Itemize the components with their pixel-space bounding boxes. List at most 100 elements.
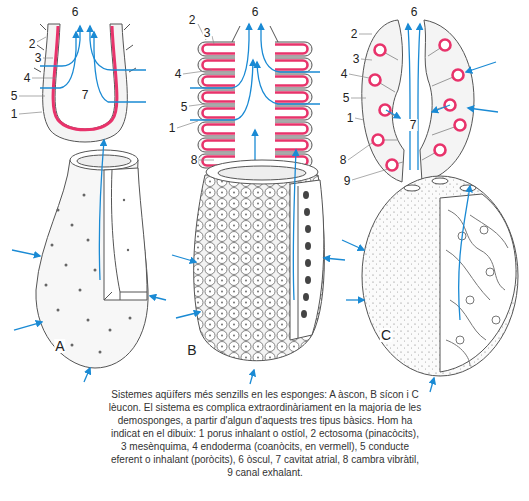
callout-number: 8 <box>339 154 348 166</box>
leucon-body-part-part <box>492 316 500 324</box>
callout-number: 5 <box>180 101 189 113</box>
sycon-section-part <box>198 122 235 136</box>
ascon-body-part <box>104 292 120 300</box>
sycon-body-part-part <box>250 370 254 384</box>
leucon-section-part <box>420 20 474 182</box>
ascon-body-part-part <box>94 269 97 272</box>
ascon-body-part <box>111 170 147 292</box>
sycon-body-part <box>194 175 325 361</box>
ascon-body-part-part <box>45 284 48 287</box>
sycon-section-part-part <box>275 90 312 104</box>
leucon-section-part <box>440 40 451 51</box>
sycon-section-part-part <box>275 138 312 152</box>
sycon-body-part-part <box>304 208 310 216</box>
ascon-section-part <box>19 37 56 114</box>
callout-number: 5 <box>342 92 351 104</box>
ascon-section-part <box>53 26 117 130</box>
sycon-body <box>172 150 345 384</box>
leucon-section-part <box>348 34 388 180</box>
callout-number: 1 <box>168 122 177 134</box>
ascon-body-part-part <box>57 209 60 212</box>
ascon-body-part-part <box>109 329 112 332</box>
sycon-section-part <box>198 74 235 88</box>
callout-number: 6 <box>410 6 419 18</box>
sycon-section-part-part <box>275 58 312 72</box>
sycon-section-part <box>198 42 235 56</box>
callout-number: 8 <box>190 154 199 166</box>
leucon-section-part-part <box>418 24 420 170</box>
callout-number: 1 <box>10 108 19 120</box>
leucon-body-part-part <box>480 226 488 234</box>
sycon-section-part <box>232 26 278 42</box>
ascon-section-part <box>40 26 146 102</box>
callout-number: 6 <box>71 6 80 18</box>
sycon-body-part <box>301 191 311 318</box>
leucon-body-part-part <box>466 296 474 304</box>
sycon-section-part <box>275 42 312 168</box>
callout-number: 4 <box>174 68 183 80</box>
leucon-body-part <box>432 178 448 184</box>
ascon-body-part-part <box>71 344 74 347</box>
ascon-body-part-part <box>87 239 90 242</box>
sycon-section-part <box>198 90 235 104</box>
leucon-body-part <box>456 226 500 344</box>
sycon-body-part-part <box>293 150 296 300</box>
figure-letter: C <box>380 328 392 342</box>
sycon-body-part-part <box>303 191 309 199</box>
sycon-body-part-part <box>305 276 311 284</box>
ascon-body-part-part <box>87 319 90 322</box>
leucon-section-part <box>387 160 398 171</box>
ascon-body-part <box>70 150 138 170</box>
sycon-section-part <box>198 106 235 120</box>
leucon-section-part <box>380 105 391 116</box>
leucon-body-part-part <box>459 186 470 320</box>
ascon-body-part-part <box>57 309 60 312</box>
sycon-section-part-part <box>275 106 312 120</box>
ascon-body-part-part <box>65 264 68 267</box>
leucon-section-part <box>455 120 466 131</box>
leucon-section-part <box>386 24 498 170</box>
leucon-section-part-part <box>468 108 498 112</box>
ascon-body-part-part <box>71 224 74 227</box>
sycon-section-part <box>190 24 320 166</box>
callout-number: 2 <box>188 14 197 26</box>
leucon-body-part <box>440 194 516 372</box>
sycon-body-part <box>218 166 306 180</box>
callout-number: 4 <box>340 68 349 80</box>
ascon-body-part <box>36 160 148 368</box>
leucon-body-part <box>460 185 476 191</box>
leucon-body-part <box>446 210 508 366</box>
ascon-body-part-part <box>123 199 125 201</box>
caption: Sistemes aqüífers més senzills en les es… <box>108 388 422 479</box>
sycon-section-part-part <box>261 24 320 72</box>
callout-number: 6 <box>251 6 260 18</box>
leucon-body-part <box>404 185 420 191</box>
leucon-body-part <box>362 176 518 376</box>
sycon-body-part-part <box>303 293 309 301</box>
leucon-section-part <box>362 20 404 182</box>
ascon-section-part-part <box>40 26 80 66</box>
callout-number: 1 <box>346 112 355 124</box>
callout-number: 4 <box>23 72 32 84</box>
ascon-body-part-part <box>84 368 90 382</box>
leucon-body <box>342 176 518 392</box>
ascon-body-part <box>104 168 147 300</box>
sycon-section-part-part <box>190 60 253 120</box>
leucon-body-part-part <box>342 240 364 250</box>
sycon-body-part-part <box>176 312 200 318</box>
sycon-body-part-part <box>305 259 311 267</box>
ascon-body-part-part <box>129 317 132 320</box>
sycon-body-part <box>206 160 318 184</box>
ascon-body-part-part <box>127 249 129 251</box>
sycon-section-part-part <box>275 74 312 88</box>
sycon-section-part <box>198 58 235 72</box>
ascon-body-part-part <box>99 351 102 354</box>
callout-number: 2 <box>28 38 37 50</box>
sycon-section-part-part <box>275 122 312 136</box>
sycon-body-part-part <box>301 310 307 318</box>
callout-number: 3 <box>34 52 43 64</box>
ascon-section-part-part <box>90 26 146 70</box>
ascon-body-part-part <box>99 140 104 280</box>
leucon-section-part-part <box>466 62 496 72</box>
sycon-body-part-part <box>324 258 345 260</box>
